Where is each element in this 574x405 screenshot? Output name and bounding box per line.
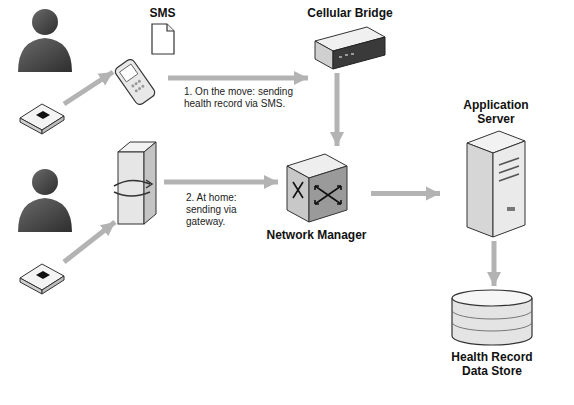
node-label: Health Record Data Store — [440, 350, 544, 378]
device-node: Cellular Bridge — [303, 4, 397, 73]
node-label: SMS — [149, 6, 175, 20]
node-label: Network Manager — [266, 228, 366, 242]
application-server — [463, 129, 529, 239]
person-icon — [18, 9, 72, 72]
home-gateway — [114, 142, 156, 224]
flow-connector — [335, 73, 340, 146]
network-manager-switch — [285, 148, 349, 224]
step-note: 2. At home: sending via gateway. — [186, 192, 274, 228]
node-label: Application Server — [444, 98, 548, 126]
device-node: Network Manager — [262, 146, 371, 244]
data-store-cylinder — [450, 288, 534, 346]
mobile-phone — [113, 58, 156, 107]
person-icon — [18, 169, 72, 232]
device-node: SMS — [145, 4, 180, 57]
device-node: Application Server — [440, 96, 552, 241]
flow-connector — [371, 191, 440, 196]
step-note: 1. On the move: sending health record vi… — [184, 86, 306, 110]
sms-document — [150, 23, 176, 55]
device-node: Health Record Data Store — [436, 286, 548, 380]
flow-connector — [492, 241, 497, 286]
cellular-bridge-device — [313, 23, 387, 71]
sensor-device — [20, 104, 64, 134]
sensor-device — [20, 264, 64, 294]
node-label: Cellular Bridge — [307, 6, 392, 20]
